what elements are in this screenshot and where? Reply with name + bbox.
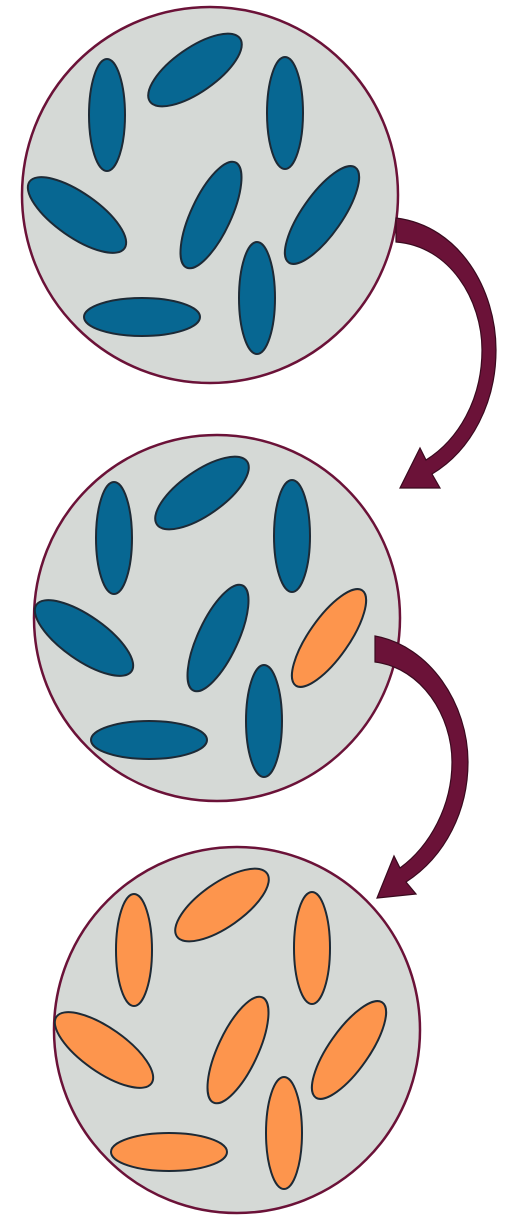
orange-cell (116, 894, 152, 1006)
orange-cell (111, 1133, 227, 1171)
stage-3 (44, 847, 420, 1213)
orange-cell (294, 892, 330, 1004)
blue-cell (84, 298, 200, 336)
blue-cell (89, 59, 125, 171)
blue-cell (246, 665, 282, 777)
orange-cell (266, 1077, 302, 1189)
blue-cell (239, 242, 275, 354)
stage-1 (17, 7, 398, 383)
arrows-group (375, 218, 496, 898)
stages-group (17, 7, 420, 1213)
blue-cell (267, 57, 303, 169)
blue-cell (274, 480, 310, 592)
blue-cell (91, 721, 207, 759)
stage-2 (24, 435, 400, 801)
blue-cell (96, 482, 132, 594)
curved-arrow-icon (396, 218, 496, 488)
